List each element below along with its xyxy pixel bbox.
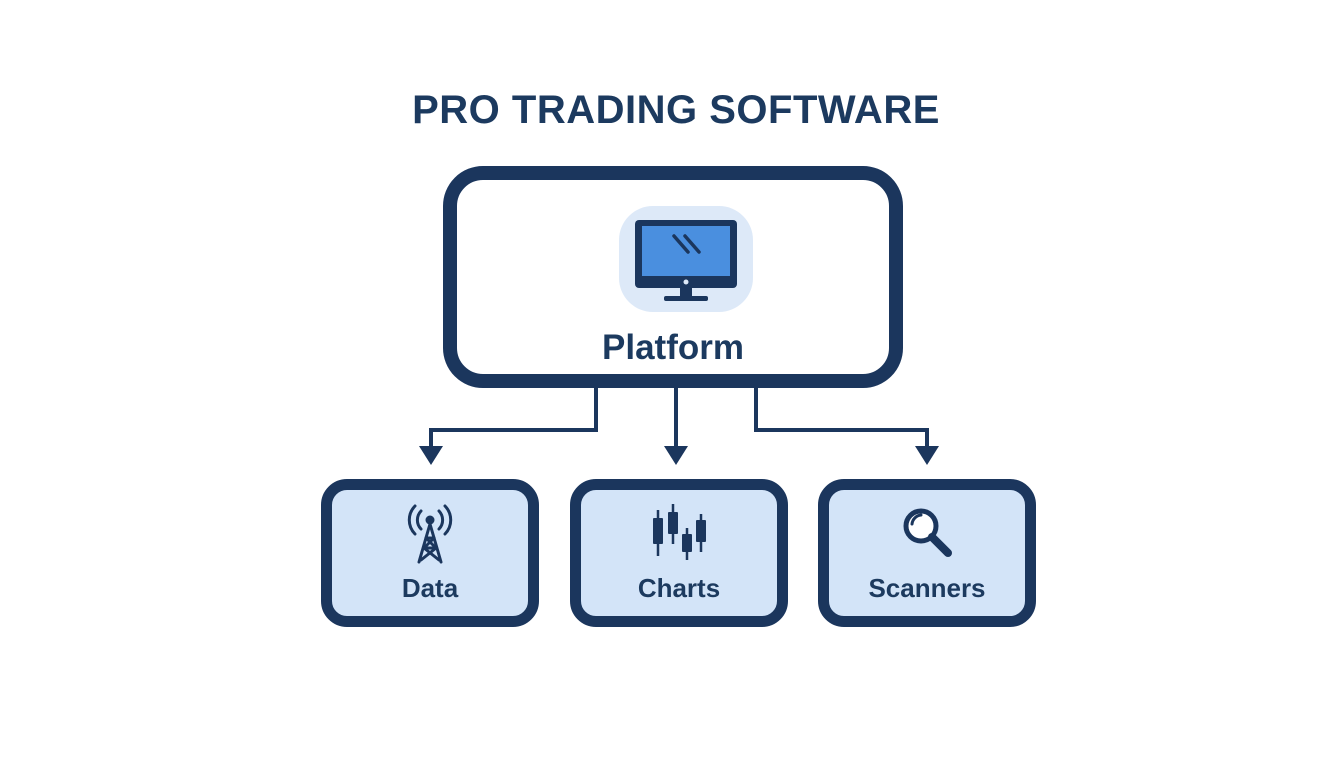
candlestick-icon xyxy=(653,504,706,560)
magnifier-icon xyxy=(903,508,952,557)
arrowhead-scanners xyxy=(915,446,939,465)
data-box: Data xyxy=(321,479,539,627)
diagram-title: PRO TRADING SOFTWARE xyxy=(412,88,940,132)
data-label: Data xyxy=(401,573,459,603)
scanners-box: Scanners xyxy=(818,479,1036,627)
monitor-icon xyxy=(635,220,737,301)
arrowhead-data xyxy=(419,446,443,465)
arrow-to-scanners xyxy=(754,388,929,452)
charts-box: Charts xyxy=(570,479,788,627)
platform-box: Platform xyxy=(443,166,903,388)
arrowhead-charts xyxy=(664,446,688,465)
platform-label: Platform xyxy=(602,328,744,367)
antenna-tower-icon xyxy=(407,504,453,564)
charts-label: Charts xyxy=(637,573,721,603)
arrow-to-data xyxy=(429,388,598,452)
monitor-icon-tile xyxy=(619,206,753,312)
scanners-label: Scanners xyxy=(868,573,986,603)
